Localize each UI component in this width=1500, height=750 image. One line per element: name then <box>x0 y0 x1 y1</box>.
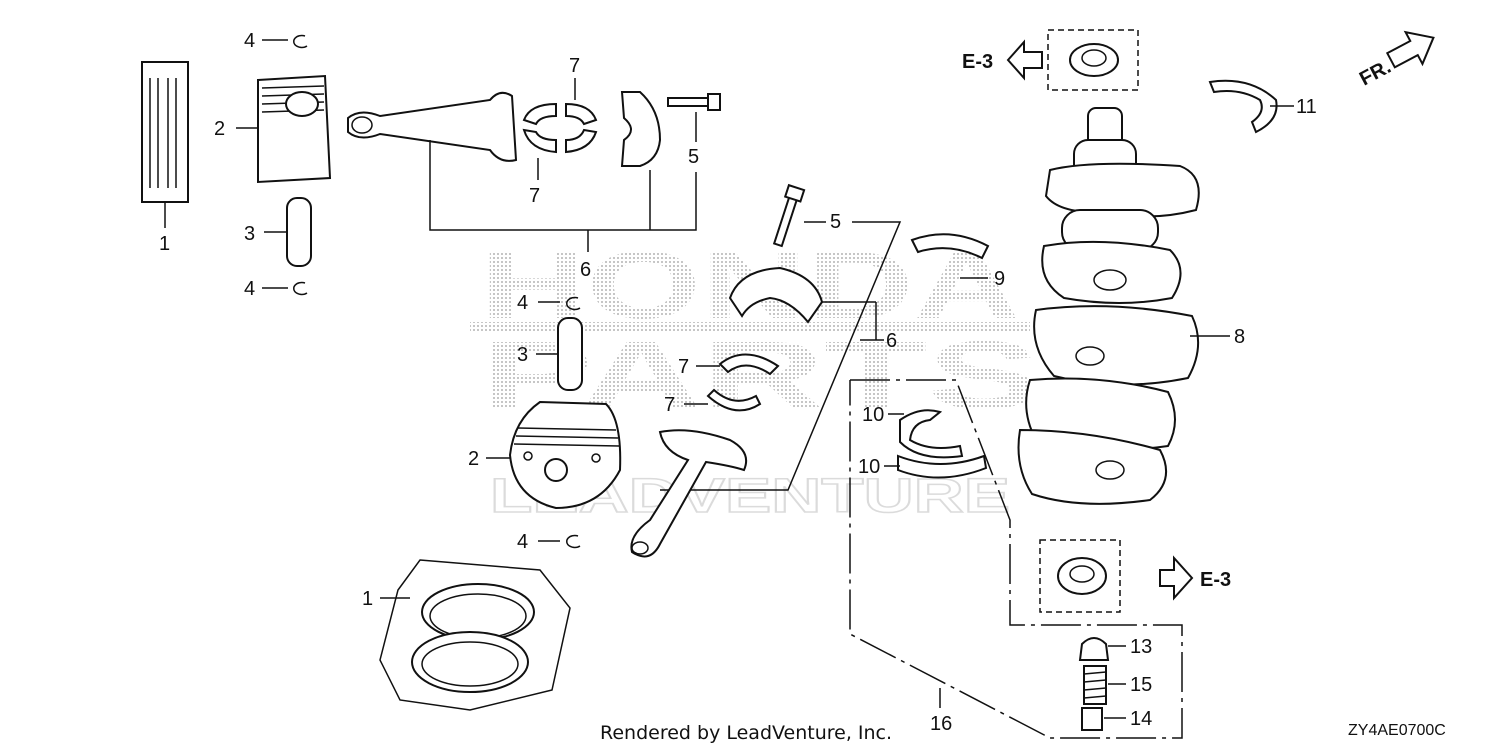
callout-10: 10 <box>858 456 880 478</box>
piston-pin <box>557 317 583 391</box>
bearing-shell <box>522 102 557 126</box>
callout-4: 4 <box>517 531 528 553</box>
piston-3d <box>508 400 622 510</box>
callout-7: 7 <box>678 356 689 378</box>
rod-bolt <box>772 183 806 248</box>
diagram-code: ZY4AE0700C <box>1348 722 1446 739</box>
callout-2: 2 <box>214 118 225 140</box>
callout-9: 9 <box>994 268 1005 290</box>
seal-box <box>1047 29 1139 91</box>
cap-part <box>1078 637 1110 661</box>
front-direction-marker: FR. <box>1356 30 1435 91</box>
clip-icon <box>293 281 308 296</box>
arrow-right-icon <box>1385 30 1435 69</box>
plug-part <box>1081 707 1103 731</box>
rod-cap <box>728 266 824 324</box>
piston-rings-set <box>379 559 571 711</box>
rod-bolt <box>667 93 721 111</box>
callout-10: 10 <box>862 404 884 426</box>
callout-8: 8 <box>1234 326 1245 348</box>
oil-seal <box>1069 43 1119 77</box>
bearing-shell <box>718 353 780 376</box>
oil-seal <box>1057 557 1107 595</box>
callout-7: 7 <box>569 55 580 77</box>
credit-text: Rendered by LeadVenture, Inc. <box>600 722 892 744</box>
piston-pin <box>286 197 312 267</box>
reference-e3-bottom[interactable]: E-3 <box>1200 569 1231 591</box>
callout-4: 4 <box>244 30 255 52</box>
bearing-shell <box>565 102 598 126</box>
callout-6: 6 <box>580 259 591 281</box>
rod-cap <box>620 91 662 167</box>
piston-side-view <box>236 74 332 184</box>
spring-part <box>1083 665 1107 705</box>
callout-1: 1 <box>159 233 170 255</box>
group-bracket <box>660 221 902 491</box>
piston-rings-side-view <box>141 61 189 228</box>
group-bracket <box>849 379 1183 739</box>
callout-7: 7 <box>664 394 675 416</box>
connecting-rod-3d <box>630 429 748 558</box>
group-bracket <box>429 140 697 231</box>
reference-e3-top[interactable]: E-3 <box>962 51 993 73</box>
crankshaft <box>1017 107 1200 505</box>
bearing-shell <box>565 128 598 154</box>
thrust-washer <box>897 454 988 479</box>
callout-13: 13 <box>1130 636 1152 658</box>
callout-2: 2 <box>468 448 479 470</box>
main-bearing-upper <box>1208 79 1278 134</box>
seal-box <box>1039 539 1121 613</box>
watermark-band <box>470 322 1030 332</box>
arrow-left-icon <box>1006 39 1043 81</box>
connecting-rod <box>347 91 518 162</box>
main-bearing <box>910 233 990 260</box>
clip-icon <box>566 296 581 311</box>
clip-icon <box>566 534 581 549</box>
callout-5: 5 <box>830 211 841 233</box>
bearing-shell <box>522 128 557 154</box>
front-marker-label: FR. <box>1356 56 1395 91</box>
callout-4: 4 <box>517 292 528 314</box>
callout-5: 5 <box>688 146 699 168</box>
callout-1: 1 <box>362 588 373 610</box>
callout-11: 11 <box>1296 96 1317 118</box>
callout-3: 3 <box>244 223 255 245</box>
callout-15: 15 <box>1130 674 1152 696</box>
thrust-washer <box>899 409 964 459</box>
callout-3: 3 <box>517 344 528 366</box>
callout-7: 7 <box>529 185 540 207</box>
callout-4: 4 <box>244 278 255 300</box>
callout-6: 6 <box>886 330 897 352</box>
callout-14: 14 <box>1130 708 1152 730</box>
arrow-right-icon <box>1159 555 1194 601</box>
bearing-shell <box>706 388 762 412</box>
callout-16: 16 <box>930 713 952 735</box>
clip-icon <box>293 34 308 49</box>
